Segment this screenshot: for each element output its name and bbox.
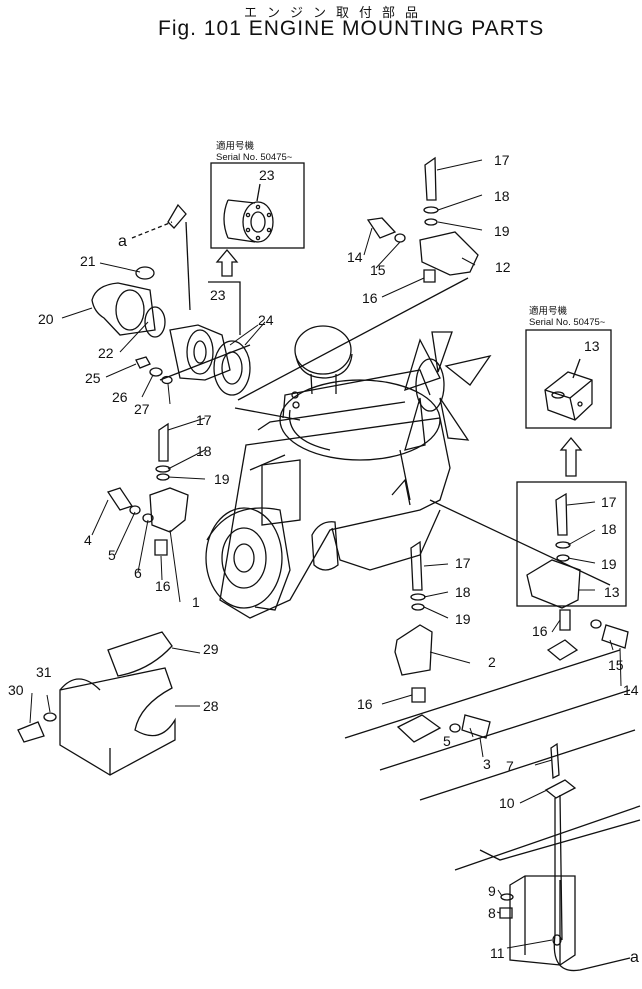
callout-25: 25 xyxy=(85,370,101,386)
callout-17-top: 17 xyxy=(494,152,510,168)
callout-13-inset: 13 xyxy=(584,338,600,354)
callout-17-left: 17 xyxy=(196,412,212,428)
callout-23: 23 xyxy=(210,287,226,303)
callout-16-right: 16 xyxy=(532,623,548,639)
lower-right-inset xyxy=(516,481,627,607)
callout-5-front: 5 xyxy=(443,733,451,749)
callout-30: 30 xyxy=(8,682,24,698)
callout-19-right: 19 xyxy=(601,556,617,572)
ref-a-right: a xyxy=(630,949,639,966)
mount-bracket-front xyxy=(394,540,491,743)
title-english: Fig. 101 ENGINE MOUNTING PARTS xyxy=(158,17,545,40)
callout-19-top: 19 xyxy=(494,223,510,239)
callout-14-top: 14 xyxy=(347,249,363,265)
callout-5-left: 5 xyxy=(108,547,116,563)
exhaust-group xyxy=(91,203,251,396)
ref-a-left: a xyxy=(118,233,127,250)
callout-16-front: 16 xyxy=(357,696,373,712)
callout-23-inset: 23 xyxy=(259,167,275,183)
engine-block xyxy=(205,325,492,619)
up-arrow-left xyxy=(215,248,239,277)
callout-11: 11 xyxy=(490,945,505,961)
callout-15-right: 15 xyxy=(608,657,624,673)
callout-20: 20 xyxy=(38,311,54,327)
callout-15-top: 15 xyxy=(370,262,386,278)
callout-24: 24 xyxy=(258,312,274,328)
callout-29: 29 xyxy=(203,641,219,657)
title-japanese: エンジン取付部品 xyxy=(244,6,429,21)
callout-16-top: 16 xyxy=(362,290,378,306)
callout-19-left: 19 xyxy=(214,471,230,487)
bottom-covers xyxy=(17,631,176,776)
frame-rails xyxy=(344,649,641,871)
callout-18-right: 18 xyxy=(601,521,617,537)
callout-22: 22 xyxy=(98,345,114,361)
callout-4: 4 xyxy=(84,532,92,548)
serial-note-right-jp: 適用号機 xyxy=(529,305,568,317)
callout-2: 2 xyxy=(488,654,496,670)
callout-9: 9 xyxy=(488,883,496,899)
callout-13: 13 xyxy=(604,584,620,600)
mount-bracket-left xyxy=(106,422,189,556)
serial-note-right-en: Serial No. 50475~ xyxy=(529,317,606,328)
callout-8: 8 xyxy=(488,905,496,921)
callout-18-front: 18 xyxy=(455,584,471,600)
serial-inset-right: 適用号機 Serial No. 50475~ xyxy=(525,305,612,429)
callout-26: 26 xyxy=(112,389,128,405)
callout-18-top: 18 xyxy=(494,188,510,204)
callout-21: 21 xyxy=(80,253,96,269)
callout-27: 27 xyxy=(134,401,150,417)
callout-leaders xyxy=(29,159,622,949)
callout-1: 1 xyxy=(192,594,200,610)
callout-31: 31 xyxy=(36,664,52,680)
callout-7: 7 xyxy=(506,758,514,774)
serial-note-left-jp: 適用号機 xyxy=(216,140,255,152)
callout-6: 6 xyxy=(134,565,142,581)
callout-12: 12 xyxy=(495,259,511,275)
serial-note-left-en: Serial No. 50475~ xyxy=(216,152,293,163)
serial-inset-left: 適用号機 Serial No. 50475~ xyxy=(210,140,305,249)
callout-14-right: 14 xyxy=(623,682,639,698)
callout-3: 3 xyxy=(483,756,491,772)
callout-17-front: 17 xyxy=(455,555,471,571)
callout-numbers: 1 2 3 4 5 5 6 7 8 9 10 11 12 13 13 14 14… xyxy=(8,152,639,966)
drain-assembly xyxy=(499,742,631,972)
callout-18-left: 18 xyxy=(196,443,212,459)
callout-10: 10 xyxy=(499,795,515,811)
callout-28: 28 xyxy=(203,698,219,714)
callout-19-front: 19 xyxy=(455,611,471,627)
callout-17-right: 17 xyxy=(601,494,617,510)
callout-16-left: 16 xyxy=(155,578,171,594)
up-arrow-right xyxy=(559,436,583,477)
